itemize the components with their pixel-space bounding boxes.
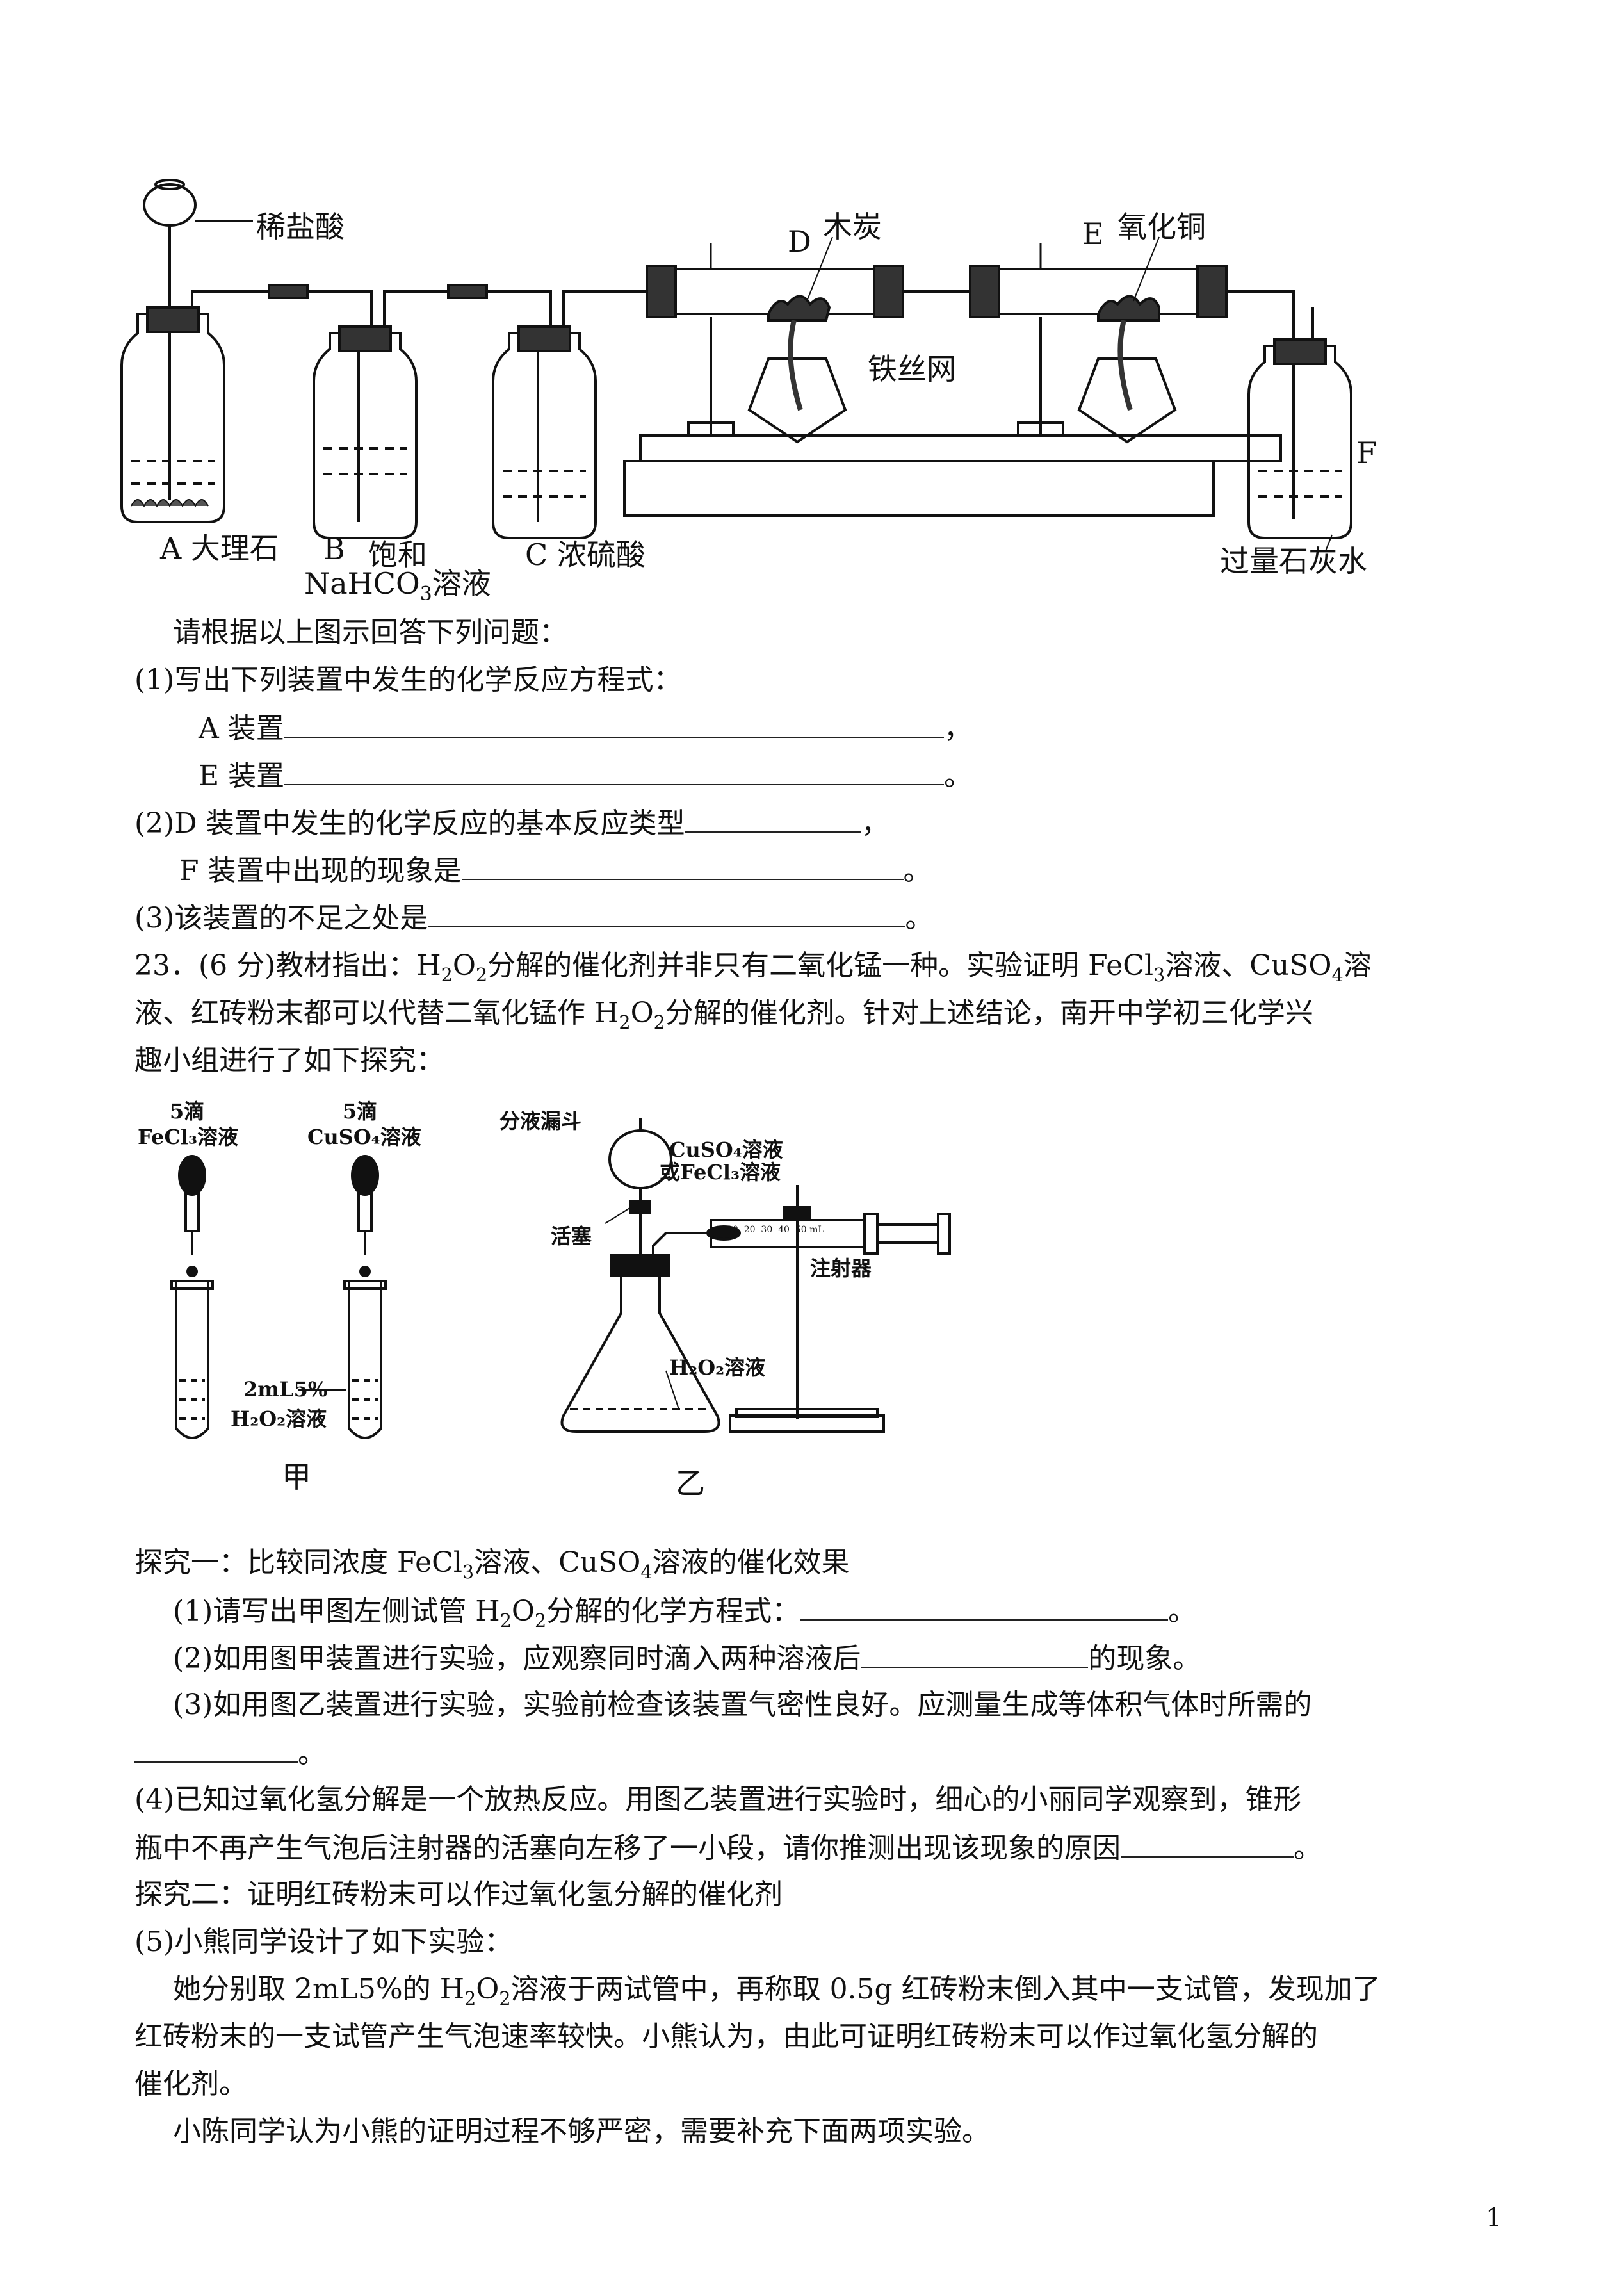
label-b-solution: NaHCO3溶液	[304, 566, 491, 606]
answer-blank[interactable]	[685, 803, 861, 833]
q22-intro: 请根据以上图示回答下列问题：	[173, 616, 567, 649]
caption-yi: 乙	[676, 1466, 705, 1501]
label-b: B	[323, 532, 345, 566]
label-charcoal: 木炭	[823, 209, 882, 244]
answer-blank[interactable]	[134, 1733, 298, 1763]
label-drops-2: 5滴	[343, 1099, 378, 1123]
q22-part2-f: F 装置中出现的现象是。	[179, 851, 932, 890]
answer-blank[interactable]	[284, 756, 945, 785]
label-e: E	[1082, 216, 1104, 251]
apparatus-drawing	[120, 179, 1352, 551]
explore1-q3-blank: 。	[134, 1733, 326, 1773]
label-a-marble: A 大理石	[160, 531, 279, 566]
q22-part1: (1)写出下列装置中发生的化学反应方程式：	[134, 664, 682, 696]
label-drops-1: 5滴	[170, 1099, 205, 1123]
label-dilute-hcl: 稀盐酸	[256, 209, 345, 244]
explore2-para2: 红砖粉末的一支试管产生气泡速率较快。小熊认为，由此可证明红砖粉末可以作过氧化氢分…	[134, 2020, 1318, 2053]
q23-line3: 趣小组进行了如下探究：	[134, 1044, 444, 1077]
label-b-saturated: 饱和	[368, 537, 427, 572]
label-h2o2-tube: H₂O₂溶液	[231, 1407, 327, 1431]
q22-part1-e: E 装置。	[199, 756, 972, 796]
explore1-q4-line2: 瓶中不再产生气泡后注射器的活塞向左移了一小段，请你推测出现该现象的原因。	[134, 1828, 1322, 1868]
explore1-q3: (3)如用图乙装置进行实验，实验前检查该装置气密性良好。应测量生成等体积气体时所…	[173, 1688, 1312, 1721]
answer-blank[interactable]	[861, 1638, 1089, 1668]
q22-part2: (2)D 装置中发生的化学反应的基本反应类型，	[134, 803, 889, 843]
page-number: 1	[1486, 2203, 1502, 2233]
answer-blank[interactable]	[284, 708, 944, 738]
q22-part3: (3)该装置的不足之处是。	[134, 898, 933, 938]
explore2-para3: 催化剂。	[134, 2068, 247, 2100]
answer-blank[interactable]	[428, 898, 905, 927]
explore2-q5: (5)小熊同学设计了如下实验：	[134, 1925, 513, 1958]
label-h2o2-flask: H₂O₂溶液	[669, 1355, 766, 1380]
q22-part1-a: A 装置，	[199, 708, 972, 748]
q23-line2: 液、红砖粉末都可以代替二氧化锰作 H2O2分解的催化剂。针对上述结论，南开中学初…	[134, 997, 1313, 1033]
explore1-q1: (1)请写出甲图左侧试管 H2O2分解的化学方程式：。	[173, 1591, 1196, 1640]
answer-blank[interactable]	[461, 851, 904, 880]
label-fecl3: FeCl₃溶液	[138, 1125, 238, 1149]
explore2-para1: 她分别取 2mL5%的 H2O2溶液于两试管中，再称取 0.5g 红砖粉末倒入其…	[173, 1973, 1381, 2009]
explore1-title: 探究一：比较同浓度 FeCl3溶液、CuSO4溶液的催化效果	[134, 1546, 850, 1583]
label-volume: 2mL5%	[243, 1377, 328, 1401]
label-copper-oxide: 氧化铜	[1117, 209, 1206, 244]
answer-blank[interactable]	[800, 1591, 1169, 1621]
caption-jia: 甲	[282, 1460, 311, 1494]
label-f: F	[1356, 436, 1377, 470]
label-funnel: 分液漏斗	[499, 1109, 582, 1133]
label-cuso4-solution: CuSO₄溶液	[669, 1138, 783, 1162]
label-d: D	[788, 224, 811, 259]
label-fecl3-solution: 或FeCl₃溶液	[660, 1160, 781, 1184]
label-cuso4: CuSO₄溶液	[307, 1125, 421, 1149]
q23-line1: 23．(6 分)教材指出：H2O2分解的催化剂并非只有二氧化锰一种。实验证明 F…	[134, 949, 1372, 986]
explore2-para4: 小陈同学认为小熊的证明过程不够严密，需要补充下面两项实验。	[173, 2115, 990, 2148]
experiment-drawing	[170, 1118, 951, 1439]
answer-blank[interactable]	[1121, 1828, 1294, 1858]
syringe-scale: 10 20 30 40 50 mL	[727, 1225, 824, 1235]
label-syringe: 注射器	[810, 1256, 872, 1280]
label-c-sulfuric-acid: C 浓硫酸	[525, 537, 646, 572]
label-wire-mesh: 铁丝网	[868, 352, 956, 386]
explore1-q2: (2)如用图甲装置进行实验，应观察同时滴入两种溶液后的现象。	[173, 1638, 1201, 1678]
label-stopcock: 活塞	[551, 1224, 592, 1248]
explore1-q4-line1: (4)已知过氧化氢分解是一个放热反应。用图乙装置进行实验时，细心的小丽同学观察到…	[134, 1783, 1302, 1816]
label-limewater: 过量石灰水	[1220, 544, 1367, 578]
explore2-title: 探究二：证明红砖粉末可以作过氧化氢分解的催化剂	[134, 1878, 783, 1911]
